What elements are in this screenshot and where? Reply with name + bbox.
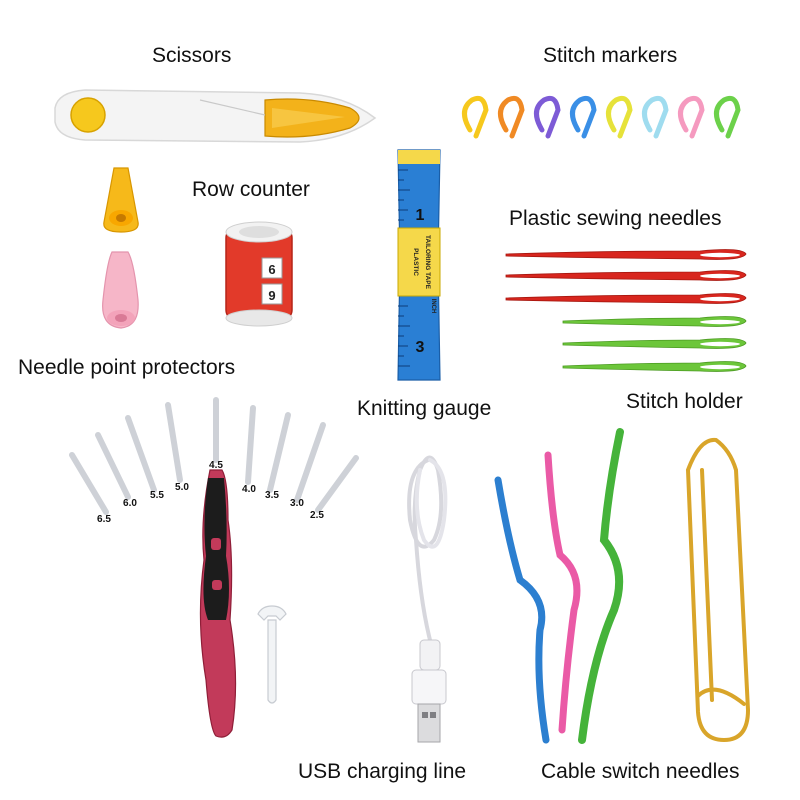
- usb-plug-illustration: [411, 639, 447, 743]
- tape-text-line1: PLASTIC: [412, 248, 419, 276]
- crochet-size-label: 6.0: [123, 498, 137, 509]
- wrench-illustration: [257, 605, 287, 704]
- crochet-hooks-illustration: [69, 397, 359, 515]
- label-row-counter: Row counter: [192, 178, 310, 201]
- crochet-size-label: 4.0: [242, 484, 256, 495]
- label-knitting-gauge: Knitting gauge: [357, 397, 492, 420]
- scissors-illustration: [54, 89, 377, 143]
- crochet-size-label: 2.5: [310, 510, 324, 521]
- cable-switch-needles-illustration: [494, 428, 624, 744]
- tape-number-top: 1: [416, 207, 425, 224]
- crochet-size-labels: 6.5 6.0 5.5 5.0 4.5 4.0 3.5 3.0 2.5: [97, 460, 324, 525]
- crochet-size-label: 5.0: [175, 482, 189, 493]
- crochet-handle-illustration: [199, 469, 237, 738]
- label-stitch-holder: Stitch holder: [626, 390, 743, 413]
- crochet-size-label: 5.5: [150, 490, 164, 501]
- stitch-holder-illustration: [686, 437, 751, 743]
- usb-cable-illustration: [407, 455, 448, 642]
- stitch-markers-illustration: [462, 95, 741, 139]
- label-scissors: Scissors: [152, 44, 232, 67]
- plastic-sewing-needles-illustration: [505, 249, 747, 372]
- row-counter-digit-2: 9: [268, 288, 275, 303]
- needle-point-protectors-illustration: [102, 167, 139, 329]
- row-counter-illustration: 6 9: [225, 221, 293, 327]
- label-needle-point-protectors: Needle point protectors: [18, 356, 236, 379]
- tape-measure-illustration: 1 3 PLASTIC TAILORING TAPE INCH: [397, 149, 441, 381]
- crochet-size-label: 4.5: [209, 460, 223, 471]
- label-stitch-markers: Stitch markers: [543, 44, 678, 67]
- tape-number-bottom: 3: [416, 339, 425, 356]
- row-counter-digit-1: 6: [268, 262, 275, 277]
- label-plastic-sewing-needles: Plastic sewing needles: [509, 207, 722, 230]
- tape-text-line2: TAILORING TAPE: [424, 235, 431, 290]
- label-usb-charging-line: USB charging line: [298, 760, 467, 783]
- crochet-size-label: 6.5: [97, 514, 111, 525]
- crochet-size-label: 3.0: [290, 498, 304, 509]
- crochet-size-label: 3.5: [265, 490, 279, 501]
- label-cable-switch-needles: Cable switch needles: [541, 760, 740, 783]
- tape-text-unit: INCH: [430, 299, 436, 314]
